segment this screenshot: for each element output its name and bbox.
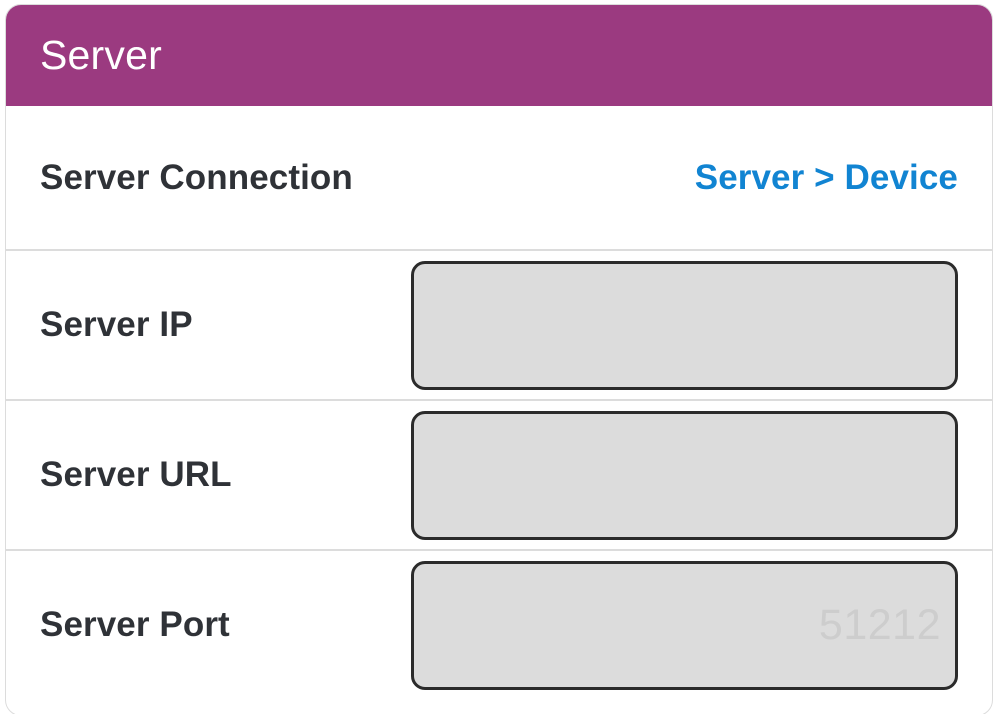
- page-title: Server: [40, 32, 162, 78]
- row-server-ip: Server IP: [6, 249, 992, 399]
- field-wrap-server-ip: [411, 260, 958, 390]
- server-settings-card: Server Server Connection Server > Device…: [5, 4, 993, 714]
- value-server-connection[interactable]: Server > Device: [694, 157, 958, 197]
- label-server-connection: Server Connection: [40, 157, 353, 197]
- server-port-input[interactable]: 51212: [411, 560, 958, 690]
- server-url-input[interactable]: [411, 410, 958, 540]
- field-wrap-server-url: [411, 410, 958, 540]
- row-server-url: Server URL: [6, 399, 992, 549]
- label-server-port: Server Port: [40, 605, 230, 644]
- label-server-url: Server URL: [40, 455, 232, 494]
- row-server-connection[interactable]: Server Connection Server > Device: [6, 106, 992, 249]
- settings-rows: Server Connection Server > Device Server…: [6, 106, 992, 714]
- field-wrap-server-port: 51212: [411, 560, 958, 690]
- row-server-port: Server Port 51212: [6, 549, 992, 699]
- card-header: Server: [6, 5, 992, 106]
- server-ip-input[interactable]: [411, 260, 958, 390]
- label-server-ip: Server IP: [40, 305, 193, 344]
- server-port-input-placeholder: 51212: [818, 600, 941, 649]
